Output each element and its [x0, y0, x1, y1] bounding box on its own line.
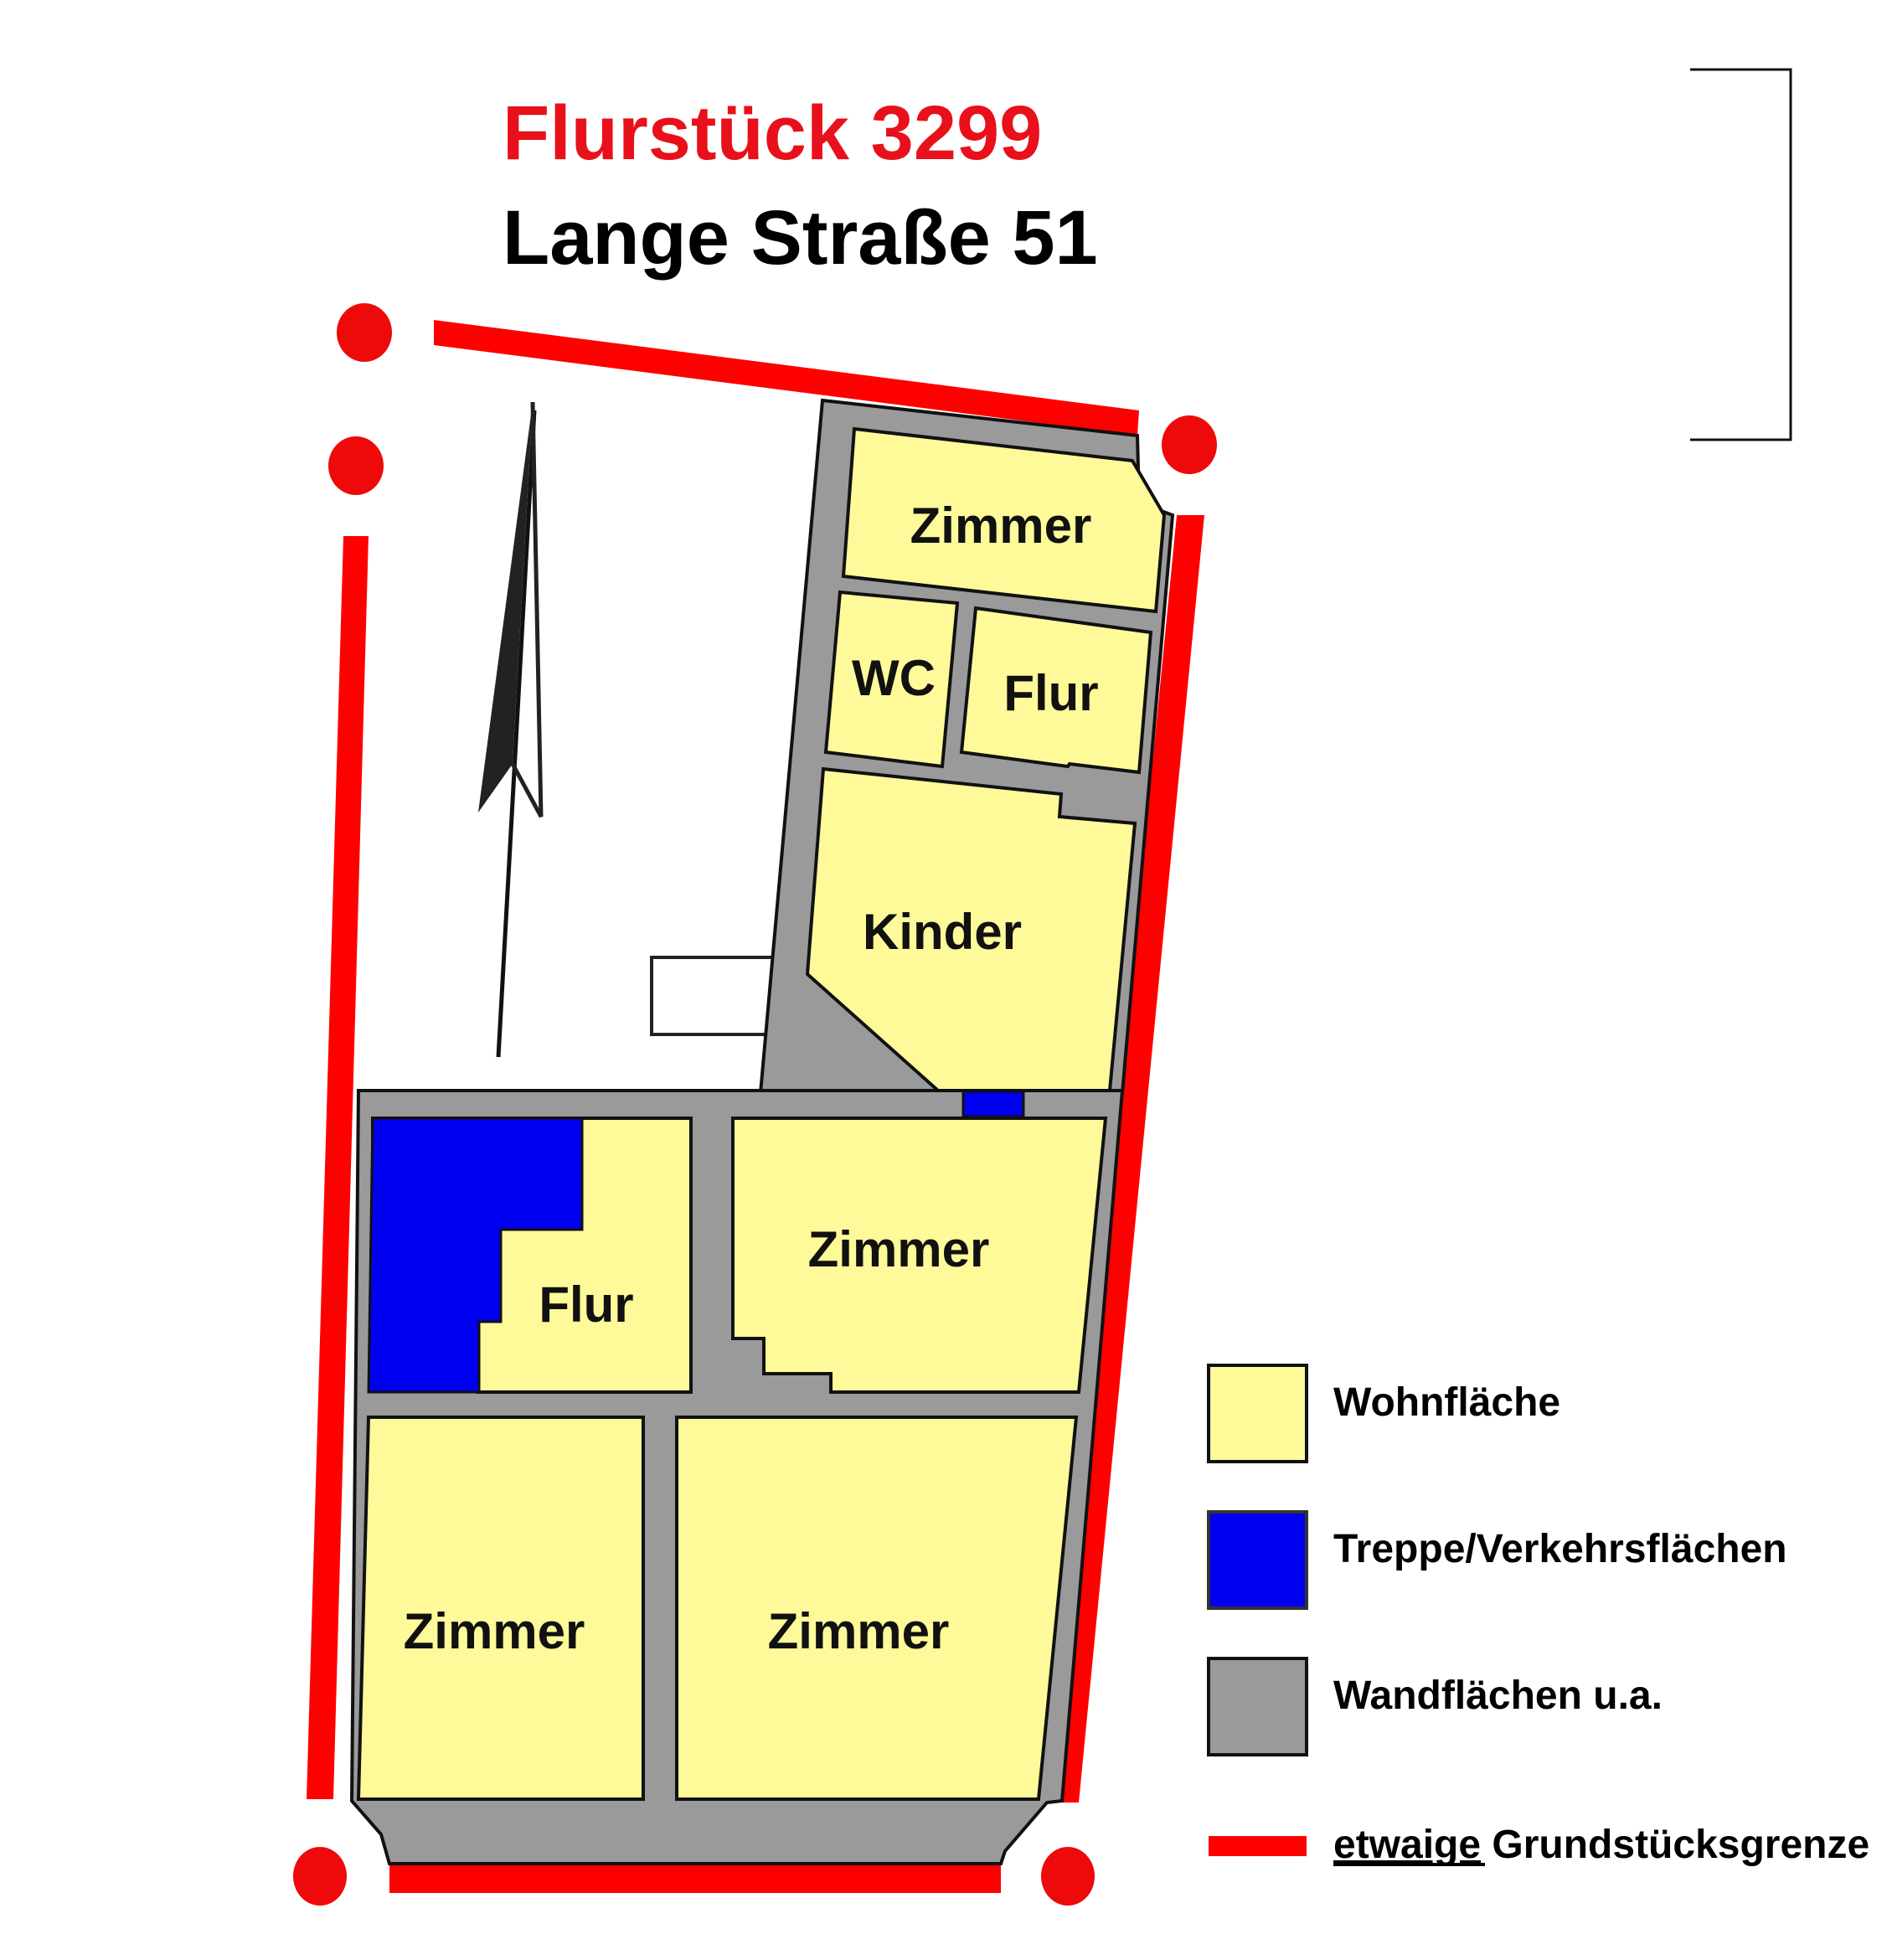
room-zimmer-bottom-left — [356, 1416, 645, 1801]
address-title: Lange Straße 51 — [503, 195, 1098, 281]
room-label: WC — [852, 650, 936, 706]
room-label: Zimmer — [910, 498, 1092, 554]
room-zimmer-top — [841, 426, 1167, 614]
room-wc — [823, 590, 960, 769]
boundary-point-marker — [337, 303, 392, 362]
legend-label: Wandflächen u.a. — [1333, 1674, 1663, 1718]
stair-area — [367, 1117, 584, 1394]
room-label: Zimmer — [768, 1603, 950, 1659]
boundary-point-marker — [1041, 1847, 1095, 1906]
legend-swatch-stairs — [1207, 1510, 1308, 1610]
legend-swatch-living — [1207, 1364, 1308, 1463]
boundary-top — [434, 320, 1139, 436]
room-label: Zimmer — [404, 1603, 585, 1659]
boundary-left — [307, 536, 369, 1799]
room-zimmer-bottom-right — [675, 1416, 1079, 1801]
room-zimmer-mid — [731, 1117, 1108, 1394]
room-kinder — [805, 766, 1137, 1092]
boundary-point-marker — [293, 1847, 347, 1906]
parcel-title: Flurstück 3299 — [503, 90, 1042, 176]
legend-swatch-boundary — [1209, 1836, 1307, 1856]
legend-label-rest: Grundstücksgrenze — [1481, 1823, 1869, 1867]
boundary-bottom — [389, 1864, 1001, 1893]
room-label: Flur — [539, 1277, 633, 1333]
legend-label: Treppe/Verkehrsflächen — [1333, 1527, 1787, 1571]
boundary-point-marker — [328, 436, 384, 495]
property-boundary — [293, 303, 1217, 1906]
corner-bracket — [1690, 68, 1792, 441]
room-label: Kinder — [863, 904, 1022, 960]
legend-label-underlined: etwaige — [1333, 1823, 1481, 1867]
outbuilding-outline — [650, 956, 775, 1036]
boundary-point-marker — [1162, 415, 1217, 474]
legend-swatch-walls — [1207, 1657, 1308, 1756]
legend-label: Wohnfläche — [1333, 1380, 1560, 1425]
rooms — [356, 426, 1167, 1801]
stair-area-small — [961, 1090, 1025, 1118]
north-arrow-icon — [478, 401, 544, 1058]
legend: Wohnfläche Treppe/Verkehrsflächen Wandfl… — [1207, 1364, 1869, 1867]
legend-label: etwaige Grundstücksgrenze — [1333, 1823, 1869, 1867]
room-flur-top — [959, 606, 1153, 775]
room-label: Zimmer — [808, 1221, 990, 1277]
room-label: Flur — [1003, 665, 1098, 721]
